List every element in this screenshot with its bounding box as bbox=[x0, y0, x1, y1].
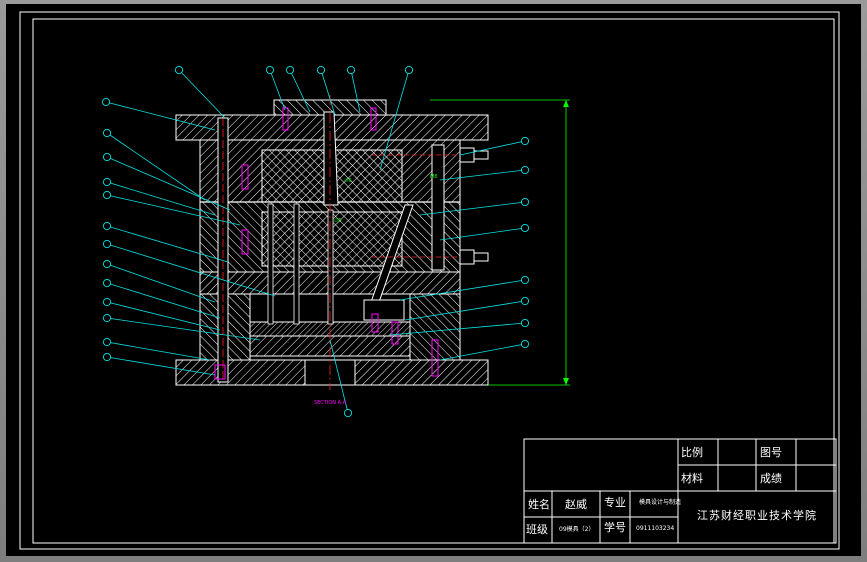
leader-line bbox=[106, 317, 261, 341]
leader-line bbox=[106, 263, 216, 303]
part-balloon bbox=[520, 223, 530, 233]
part-balloon bbox=[102, 278, 112, 288]
student-no-value: 0911103234 bbox=[636, 525, 674, 532]
ratio-label: 比例 bbox=[681, 445, 703, 459]
part-balloon bbox=[520, 136, 530, 146]
leader-line bbox=[389, 322, 526, 336]
guide-pillar-right bbox=[431, 144, 445, 271]
leader-line bbox=[439, 169, 526, 181]
leader-line bbox=[106, 225, 229, 263]
leader-line bbox=[379, 69, 410, 171]
part-balloons bbox=[101, 65, 530, 418]
part-balloon bbox=[174, 65, 184, 75]
inner-frame bbox=[32, 18, 835, 544]
height-dimension bbox=[430, 99, 570, 386]
screw-top-2 bbox=[370, 107, 377, 131]
part-balloon bbox=[102, 177, 112, 187]
leader-line bbox=[320, 69, 336, 116]
leader-line bbox=[439, 343, 526, 361]
student-no-label: 学号 bbox=[604, 520, 626, 534]
ejector-pin-3 bbox=[327, 209, 334, 325]
leader-line bbox=[106, 181, 216, 216]
part-balloon bbox=[404, 65, 414, 75]
part-balloon bbox=[102, 337, 112, 347]
part-balloon bbox=[265, 65, 275, 75]
part-balloon bbox=[316, 65, 326, 75]
cooling-nozzle-lower bbox=[372, 249, 489, 265]
leader-line bbox=[106, 341, 211, 361]
leader-line bbox=[178, 69, 226, 119]
part-balloon bbox=[101, 97, 111, 107]
part-balloon bbox=[102, 221, 112, 231]
screw-top-1 bbox=[282, 107, 289, 131]
major-label: 专业 bbox=[604, 495, 626, 509]
screw-bottom-1 bbox=[371, 313, 379, 333]
part-balloon bbox=[102, 352, 112, 362]
screw-left-2 bbox=[241, 229, 249, 255]
leader-line bbox=[329, 339, 349, 414]
leader-line bbox=[106, 356, 216, 376]
name-label: 姓名 bbox=[528, 497, 550, 511]
screw-right bbox=[431, 339, 439, 377]
leader-line bbox=[459, 140, 526, 156]
screw-left-1 bbox=[241, 164, 249, 190]
section-label: SECTION A-A bbox=[314, 400, 347, 406]
part-balloon bbox=[520, 197, 530, 207]
ejector-pin-2 bbox=[293, 203, 300, 325]
leader-line bbox=[106, 301, 221, 331]
leader-line bbox=[106, 282, 221, 319]
class-label: 班级 bbox=[526, 523, 548, 536]
mold-assembly[interactable]: ∅6 ∅6 M8 bbox=[175, 95, 570, 390]
part-balloon bbox=[520, 318, 530, 328]
part-balloon bbox=[102, 152, 112, 162]
ejector-pin-1 bbox=[267, 203, 274, 325]
part-balloon bbox=[520, 165, 530, 175]
title-block bbox=[523, 438, 837, 544]
spacer-right bbox=[409, 293, 461, 361]
screw-bottom-2 bbox=[391, 321, 399, 345]
name-value: 赵威 bbox=[565, 497, 587, 511]
part-balloon bbox=[102, 313, 112, 323]
drawing-no-label: 图号 bbox=[760, 446, 782, 459]
part-balloon bbox=[520, 296, 530, 306]
leader-line bbox=[106, 132, 206, 201]
mold-assembly-drawing: ∅6 ∅6 M8 SECTION A-A bbox=[19, 11, 840, 550]
part-balloon bbox=[520, 275, 530, 285]
leader-line bbox=[419, 201, 526, 216]
part-balloon bbox=[102, 297, 112, 307]
svg-text:M8: M8 bbox=[430, 174, 438, 180]
part-balloon bbox=[102, 128, 112, 138]
school-name: 江苏财经职业技术学院 bbox=[697, 508, 817, 522]
cooling-nozzle-upper bbox=[372, 147, 489, 163]
part-balloon bbox=[346, 65, 356, 75]
leader-line bbox=[439, 227, 526, 241]
major-value: 模具设计与制造 bbox=[639, 498, 681, 506]
part-balloon bbox=[102, 259, 112, 269]
material-label: 材料 bbox=[681, 471, 703, 485]
leader-line bbox=[350, 69, 361, 113]
part-balloon bbox=[343, 408, 353, 418]
leader-line bbox=[106, 243, 276, 297]
class-value: 09模具（2） bbox=[559, 525, 594, 533]
leader-line bbox=[289, 69, 311, 113]
slide-block bbox=[363, 299, 405, 321]
part-balloon bbox=[102, 239, 112, 249]
leader-line bbox=[399, 279, 526, 301]
part-balloon bbox=[102, 190, 112, 200]
part-balloon bbox=[520, 339, 530, 349]
leader-line bbox=[106, 194, 241, 226]
outer-frame bbox=[19, 11, 840, 550]
sprue bbox=[323, 111, 339, 206]
grade-label: 成绩 bbox=[760, 472, 782, 485]
svg-text:∅6: ∅6 bbox=[344, 178, 352, 184]
leader-line bbox=[269, 69, 286, 111]
part-balloon bbox=[285, 65, 295, 75]
drawing-viewport[interactable]: ∅6 ∅6 M8 SECTION A-A bbox=[6, 4, 861, 556]
leader-line bbox=[105, 101, 216, 131]
svg-text:∅6: ∅6 bbox=[334, 218, 342, 224]
leader-line bbox=[106, 156, 231, 211]
leader-line bbox=[404, 300, 526, 321]
